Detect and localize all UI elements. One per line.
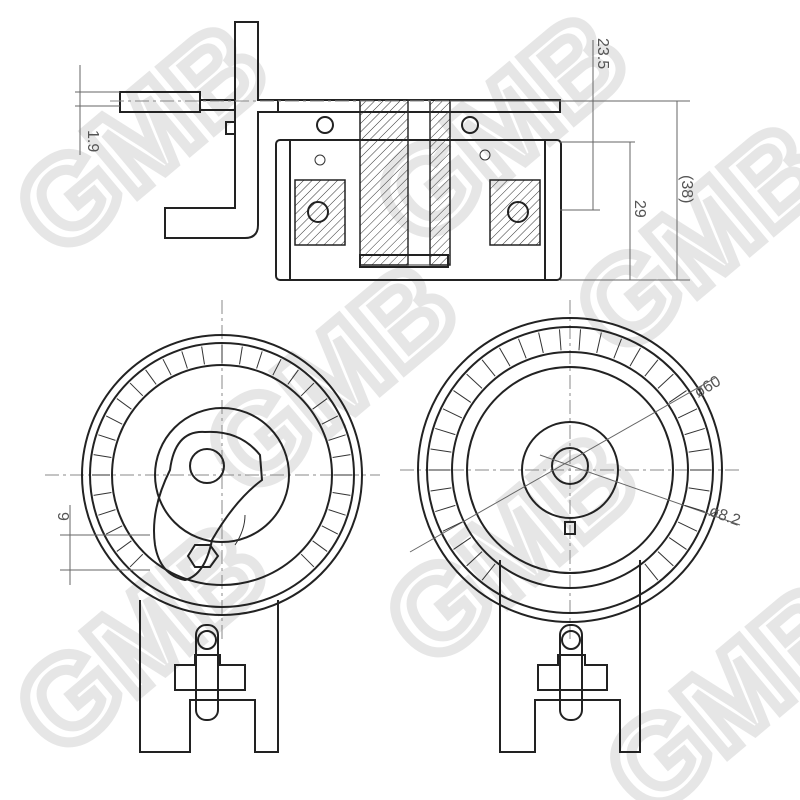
ring-slot bbox=[129, 382, 144, 397]
ring-slot bbox=[272, 358, 282, 376]
ring-slot bbox=[312, 540, 328, 552]
ring-slot bbox=[442, 408, 463, 419]
ring-slot bbox=[688, 487, 710, 492]
ring-slot bbox=[596, 332, 602, 354]
ring-slot bbox=[668, 537, 687, 550]
ring-slot bbox=[321, 525, 339, 535]
ring-slot bbox=[98, 509, 116, 516]
ring-slot bbox=[328, 509, 346, 516]
ring-slot bbox=[105, 525, 123, 535]
ring-slot bbox=[98, 434, 116, 441]
ring-slot bbox=[116, 540, 132, 552]
ring-slot bbox=[332, 492, 351, 496]
ring-slot bbox=[499, 347, 511, 367]
ring-slot bbox=[256, 351, 263, 369]
ring-slot bbox=[332, 454, 351, 458]
dim-38: (38) bbox=[678, 175, 695, 203]
ring-slot bbox=[116, 398, 132, 410]
ring-slot bbox=[435, 427, 456, 436]
ring-slot bbox=[145, 369, 157, 385]
ring-slot bbox=[442, 521, 463, 532]
dim-9: 9 bbox=[54, 512, 71, 521]
dim-29: 29 bbox=[631, 200, 648, 218]
ring-slot bbox=[435, 504, 456, 513]
ring-slot bbox=[239, 346, 243, 365]
side-view bbox=[110, 21, 680, 281]
ring-slot bbox=[578, 329, 582, 351]
ring-slot bbox=[93, 492, 112, 496]
ring-slot bbox=[300, 382, 315, 397]
ring-slot bbox=[481, 359, 496, 377]
dim-diameter-60: ø60 bbox=[692, 373, 724, 402]
ring-slot bbox=[105, 415, 123, 425]
ring-slot bbox=[668, 390, 687, 403]
svg-text:GMB: GMB bbox=[361, 407, 662, 690]
ring-slot bbox=[629, 347, 641, 367]
ring-slot bbox=[300, 553, 315, 568]
ring-slot bbox=[287, 369, 299, 385]
ring-slot bbox=[688, 448, 710, 453]
ring-slot bbox=[684, 427, 705, 436]
ring-slot bbox=[162, 358, 172, 376]
ring-slot bbox=[328, 434, 346, 441]
ring-slot bbox=[481, 563, 496, 581]
ring-slot bbox=[657, 551, 674, 567]
ring-slot bbox=[312, 398, 328, 410]
dimension-lines bbox=[75, 40, 690, 281]
front-view-left bbox=[45, 300, 380, 753]
svg-text:GMB: GMB bbox=[581, 557, 800, 800]
ring-slot bbox=[558, 329, 562, 351]
ring-slot bbox=[613, 338, 622, 359]
ring-slot bbox=[466, 551, 483, 567]
ring-slot bbox=[181, 351, 188, 369]
dim-23-5: 23.5 bbox=[594, 38, 611, 69]
ring-slot bbox=[684, 504, 705, 513]
svg-text:GMB: GMB bbox=[0, 497, 291, 780]
ring-slot bbox=[453, 537, 472, 550]
ring-slot bbox=[466, 373, 483, 389]
front-view-right bbox=[400, 300, 741, 753]
ring-slot bbox=[453, 390, 472, 403]
ring-slot bbox=[93, 454, 112, 458]
ring-slot bbox=[321, 415, 339, 425]
ring-slot bbox=[129, 553, 144, 568]
ring-slot bbox=[677, 408, 698, 419]
ring-slot bbox=[430, 487, 452, 492]
ring-slot bbox=[538, 332, 544, 354]
ring-slot bbox=[677, 521, 698, 532]
ring-slot bbox=[644, 359, 659, 377]
ring-slot bbox=[518, 338, 527, 359]
dim-1-9: 1.9 bbox=[84, 130, 101, 152]
ring-slot bbox=[201, 346, 205, 365]
ring-slot bbox=[430, 448, 452, 453]
ring-slot bbox=[657, 373, 674, 389]
ring-slot bbox=[644, 563, 659, 581]
